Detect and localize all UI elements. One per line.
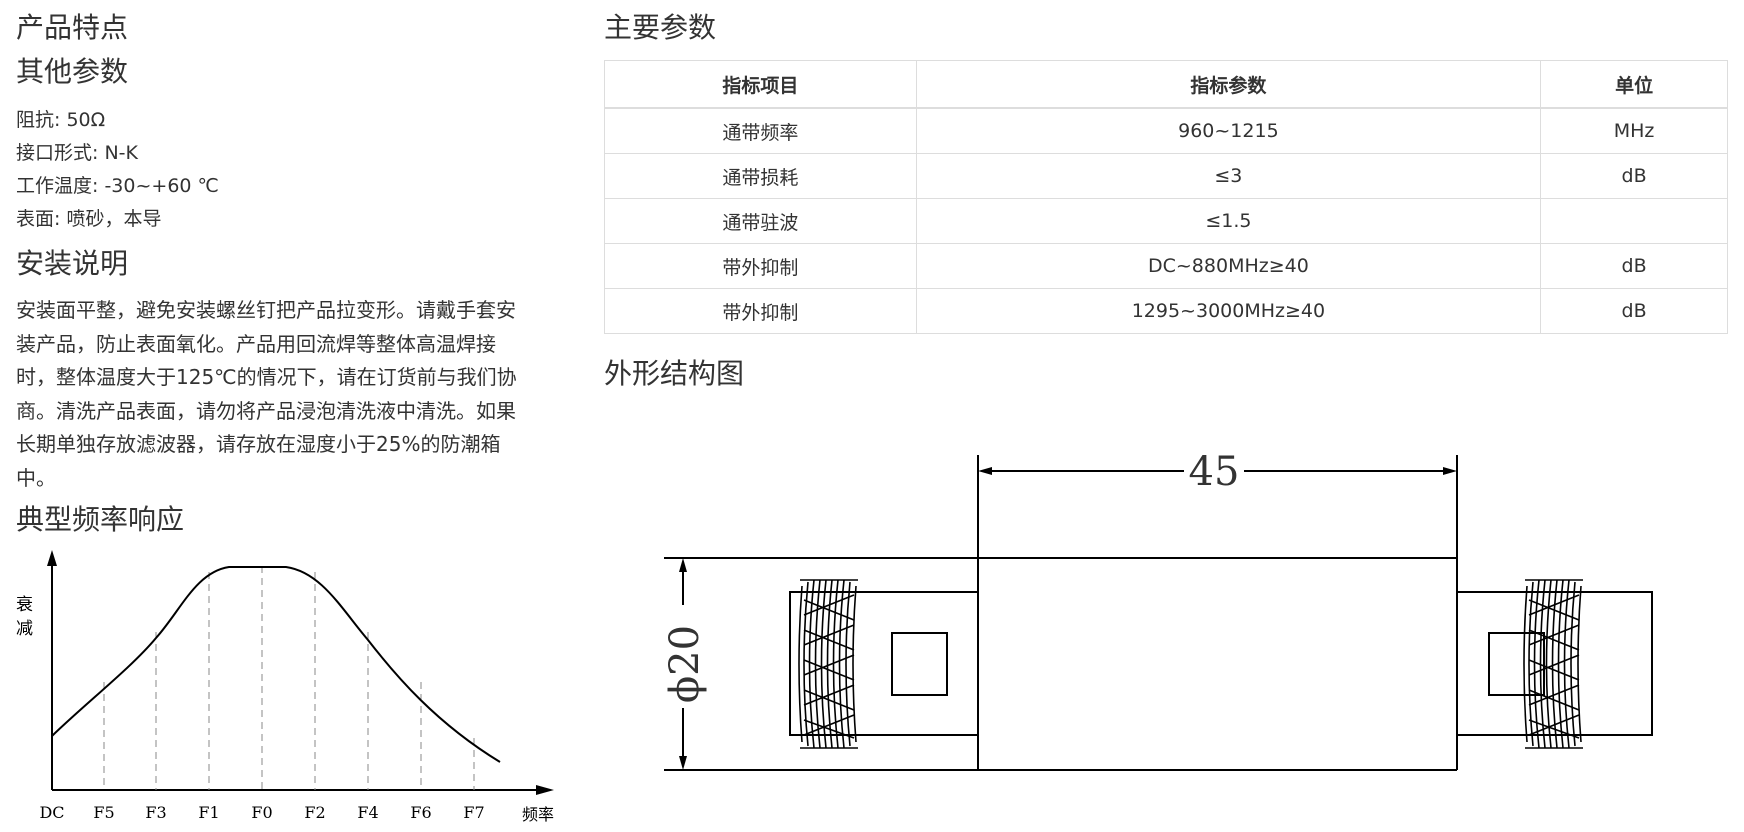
table-row: 通带损耗 ≤3 dB	[604, 153, 1728, 199]
header-value: 指标参数	[915, 60, 1542, 109]
freq-response-diagram: 衰 减 DC F5 F3 F1 F0 F2 F4 F6 F7 频率	[16, 550, 554, 824]
response-curve	[51, 566, 501, 763]
cell-item: 通带损耗	[604, 153, 917, 199]
cell-unit	[1540, 198, 1728, 244]
right-thread	[1523, 579, 1583, 749]
main-params-heading: 主要参数	[604, 11, 717, 44]
install-line: 安装面平整，避免安装螺丝钉把产品拉变形。请戴手套安	[16, 298, 516, 322]
tick-label: F4	[357, 803, 378, 822]
spec-table: 指标项目 指标参数 单位 通带频率 960~1215 MHz 通带损耗 ≤3 d…	[604, 60, 1728, 334]
y-axis-arrow	[47, 550, 57, 566]
left-connector-body	[789, 591, 979, 736]
arrow-diameter-top	[679, 558, 687, 572]
param-impedance: 阻抗: 50Ω	[16, 109, 106, 131]
cell-item: 通带驻波	[604, 198, 917, 244]
install-heading: 安装说明	[16, 247, 129, 280]
tick-label: F5	[93, 803, 114, 822]
cell-value: ≤1.5	[915, 198, 1542, 244]
tick-label: F7	[463, 803, 484, 822]
left-connector-flat	[891, 632, 948, 696]
cell-value: 960~1215	[915, 107, 1542, 154]
table-row: 带外抑制 DC~880MHz≥40 dB	[604, 243, 1728, 289]
cell-unit: dB	[1540, 288, 1728, 334]
cell-value: 1295~3000MHz≥40	[915, 288, 1542, 334]
table-header-row: 指标项目 指标参数 单位	[604, 60, 1728, 109]
x-axis-arrow	[536, 785, 554, 795]
structure-drawing: 45 ϕ20	[662, 449, 1653, 771]
x-axis-label: 频率	[522, 805, 554, 824]
install-line: 中。	[16, 465, 56, 490]
arrow-length-right	[1443, 467, 1457, 475]
other-params-heading: 其他参数	[16, 55, 129, 88]
cell-value: DC~880MHz≥40	[915, 243, 1542, 289]
structure-heading: 外形结构图	[604, 357, 745, 390]
cell-item: 通带频率	[604, 107, 917, 154]
y-label-2: 减	[16, 619, 33, 639]
tick-label: F6	[410, 803, 431, 822]
param-surface: 表面: 喷砂，本导	[16, 208, 162, 230]
tick-label: F3	[145, 803, 166, 822]
install-line: 时，整体温度大于125℃的情况下，请在订货前与我们协	[16, 365, 517, 389]
right-connector-flat	[1488, 632, 1545, 696]
install-line: 装产品，防止表面氧化。产品用回流焊等整体高温焊接	[16, 331, 496, 356]
right-connector-body	[1456, 591, 1653, 736]
table-row: 通带驻波 ≤1.5	[604, 198, 1728, 244]
param-connector: 接口形式: N-K	[16, 142, 138, 164]
y-label-1: 衰	[16, 595, 33, 615]
other-params-list: 阻抗: 50Ω 接口形式: N-K 工作温度: -30~+60 ℃ 表面: 喷砂…	[16, 104, 219, 236]
install-line: 长期单独存放滤波器，请存放在湿度小于25%的防潮箱	[16, 432, 501, 456]
tick-label: DC	[39, 803, 64, 822]
tick-label: F2	[304, 803, 325, 822]
arrow-diameter-bottom	[679, 756, 687, 770]
table-row: 带外抑制 1295~3000MHz≥40 dB	[604, 288, 1728, 334]
cell-unit: MHz	[1540, 107, 1728, 154]
param-temperature: 工作温度: -30~+60 ℃	[16, 175, 219, 197]
arrow-length-left	[978, 467, 992, 475]
features-heading: 产品特点	[16, 11, 129, 44]
cell-item: 带外抑制	[604, 243, 917, 289]
table-row: 通带频率 960~1215 MHz	[604, 107, 1728, 154]
tick-label: F1	[198, 803, 219, 822]
cell-value: ≤3	[915, 153, 1542, 199]
diameter-dimension-label: ϕ20	[662, 625, 708, 703]
header-item: 指标项目	[604, 60, 917, 109]
cell-item: 带外抑制	[604, 288, 917, 334]
tick-label: F0	[251, 803, 272, 822]
header-unit: 单位	[1540, 60, 1728, 109]
left-thread	[798, 579, 858, 749]
length-dimension-label: 45	[1189, 449, 1240, 495]
freq-response-heading: 典型频率响应	[16, 503, 185, 536]
cell-unit: dB	[1540, 153, 1728, 199]
install-description: 安装面平整，避免安装螺丝钉把产品拉变形。请戴手套安 装产品，防止表面氧化。产品用…	[16, 294, 546, 495]
install-line: 商。清洗产品表面，请勿将产品浸泡清洗液中清洗。如果	[16, 398, 516, 423]
cell-unit: dB	[1540, 243, 1728, 289]
